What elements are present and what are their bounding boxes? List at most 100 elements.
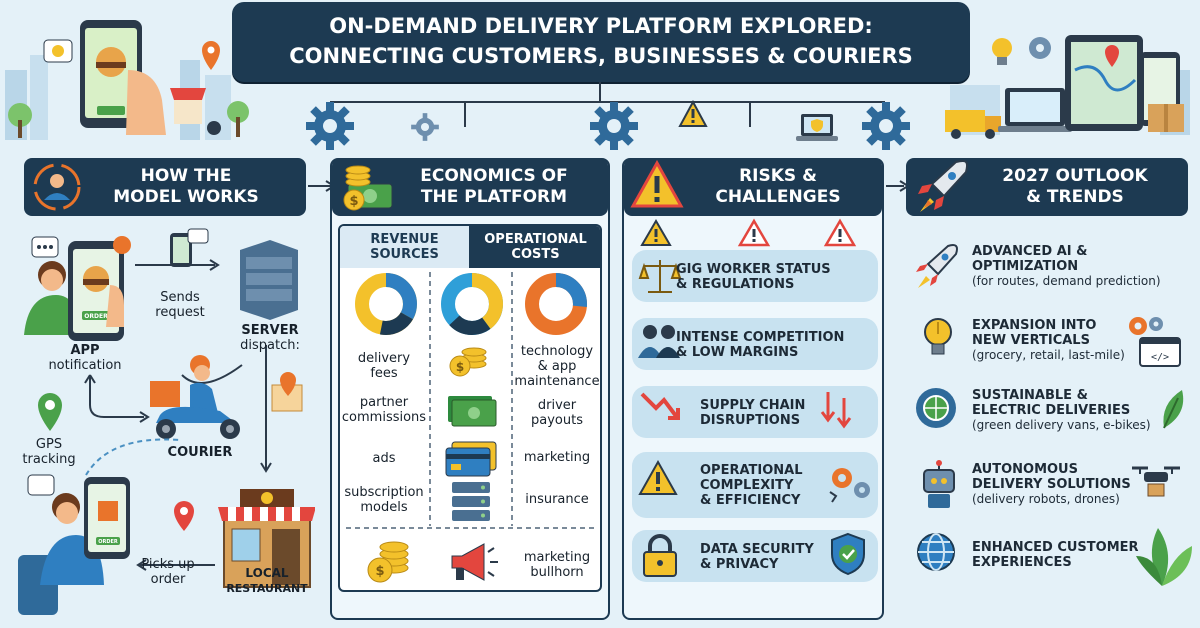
model-header-line-1: HOW THE: [140, 166, 232, 186]
risk-operational-line-2: COMPLEXITY: [700, 478, 794, 493]
sends-request-label: Sends request: [140, 290, 220, 320]
outlook-icons: </>: [916, 244, 1192, 586]
outlook-autonomous-sub: (delivery robots, drones): [972, 492, 1120, 506]
cost-technology-line-2: & app: [537, 359, 577, 374]
svg-text:$: $: [456, 360, 464, 374]
revenue-column-header: REVENUE SOURCES: [340, 226, 471, 268]
risks-header-line-1: RISKS &: [739, 166, 817, 186]
economics-icons: $ $: [346, 272, 594, 583]
risk-data-security-line-1: DATA SECURITY: [700, 542, 814, 557]
local-restaurant-line-1: LOCAL: [245, 566, 289, 580]
outlook-item-customer: ENHANCED CUSTOMER EXPERIENCES: [972, 540, 1194, 570]
outlook-header-line-2: & TRENDS: [1026, 187, 1124, 207]
risk-supply-chain-line-1: SUPPLY CHAIN: [700, 398, 806, 413]
revenue-partner-commissions: partner commissions: [338, 395, 430, 425]
revenue-header-line-1: REVENUE: [370, 232, 439, 247]
economics-header-line-2: THE PLATFORM: [420, 187, 568, 207]
costs-column-header: OPERATIONAL COSTS: [471, 226, 600, 268]
revenue-ads: ads: [342, 451, 426, 466]
risk-operational: OPERATIONAL COMPLEXITY & EFFICIENCY: [700, 463, 850, 508]
user-cycle-icon: [33, 163, 81, 211]
warning-triangles-row: [640, 218, 857, 247]
app-notification-line-2: notification: [48, 358, 122, 373]
app-notification-line-1: APP: [70, 343, 100, 358]
top-left-illustration: [0, 0, 250, 145]
cost-bullhorn-line-1: marketing: [523, 550, 591, 565]
outlook-verticals-title-1: EXPANSION INTO: [972, 318, 1097, 333]
sends-request-line-1: Sends: [160, 290, 200, 305]
outlook-customer-title-2: EXPERIENCES: [972, 555, 1072, 570]
cost-marketing-bullhorn: marketing bullhorn: [512, 550, 602, 580]
outlook-sustainable-sub: (green delivery vans, e-bikes): [972, 418, 1151, 432]
risk-gig-worker: GIG WORKER STATUS & REGULATIONS: [676, 262, 876, 292]
outlook-ai-title-1: ADVANCED AI &: [972, 244, 1088, 259]
delivery-flow-illustration: ORDER ORDER: [18, 228, 315, 615]
outlook-item-verticals: EXPANSION INTO NEW VERTICALS (grocery, r…: [972, 318, 1194, 362]
risk-competition-line-1: INTENSE COMPETITION: [676, 330, 845, 345]
cost-insurance-line-1: insurance: [525, 492, 589, 507]
gps-tracking-line-2: tracking: [22, 452, 76, 467]
revenue-subscription-line-2: models: [360, 500, 408, 515]
outlook-header-line-1: 2027 OUTLOOK: [1002, 166, 1148, 186]
outlook-ai-sub: (for routes, demand prediction): [972, 274, 1161, 288]
revenue-subscription-line-1: subscription: [344, 485, 424, 500]
title-line-1: ON-DEMAND DELIVERY PLATFORM EXPLORED:: [329, 14, 873, 38]
rocket-icon: [918, 160, 968, 212]
app-notification-label: APP notification: [30, 343, 140, 373]
server-dispatch-label: SERVER dispatch:: [220, 323, 320, 353]
svg-text:ORDER: ORDER: [98, 539, 118, 545]
outlook-autonomous-title-2: DELIVERY SOLUTIONS: [972, 477, 1131, 492]
svg-text:ORDER: ORDER: [84, 313, 108, 320]
cost-driver-line-1: driver: [537, 398, 577, 413]
outlook-sustainable-title-2: ELECTRIC DELIVERIES: [972, 403, 1131, 418]
revenue-ads-line-1: ads: [372, 451, 396, 466]
revenue-subscription-models: subscription models: [338, 485, 430, 515]
risk-icons: [638, 260, 870, 577]
risk-operational-line-1: OPERATIONAL: [700, 463, 803, 478]
gear-icon: [590, 102, 638, 150]
gps-tracking-line-1: GPS: [35, 437, 63, 452]
server-dispatch-line-1: SERVER: [241, 323, 299, 338]
svg-text:$: $: [349, 194, 358, 209]
cost-marketing-line-1: marketing: [523, 450, 591, 465]
cost-bullhorn-line-2: bullhorn: [530, 565, 584, 580]
risk-operational-line-3: & EFFICIENCY: [700, 493, 801, 508]
risk-gig-worker-line-1: GIG WORKER STATUS: [676, 262, 831, 277]
picks-up-order-line-2: order: [150, 572, 186, 587]
picks-up-order-label: Picks up order: [128, 557, 208, 587]
costs-header-line-2: COSTS: [511, 247, 560, 262]
sends-request-line-2: request: [155, 305, 205, 320]
revenue-partner-line-1: partner: [359, 395, 409, 410]
top-right-illustration: [940, 0, 1200, 145]
outlook-ai-title-2: OPTIMIZATION: [972, 259, 1079, 274]
server-dispatch-line-2: dispatch:: [240, 338, 300, 353]
cost-technology-line-3: maintenance: [514, 374, 600, 389]
courier-label: COURIER: [167, 445, 233, 460]
risk-data-security-line-2: & PRIVACY: [700, 557, 779, 572]
risks-header-line-2: CHALLENGES: [715, 187, 841, 207]
risk-data-security: DATA SECURITY & PRIVACY: [700, 542, 850, 572]
model-header-line-2: MODEL WORKS: [113, 187, 259, 207]
revenue-delivery-fees-line-1: delivery: [357, 351, 411, 366]
outlook-autonomous-title-1: AUTONOMOUS: [972, 462, 1078, 477]
warning-icon: [678, 100, 708, 127]
cost-insurance: insurance: [512, 492, 602, 507]
risk-item: [632, 318, 878, 370]
money-stack-icon: $: [343, 165, 393, 211]
outlook-item-ai: ADVANCED AI & OPTIMIZATION (for routes, …: [972, 244, 1194, 288]
revenue-partner-line-2: commissions: [341, 410, 427, 425]
svg-text:$: $: [375, 564, 384, 579]
page-title: ON-DEMAND DELIVERY PLATFORM EXPLORED: CO…: [232, 2, 970, 82]
cost-technology: technology & app maintenance: [512, 344, 602, 389]
cost-driver-line-2: payouts: [531, 413, 583, 428]
gear-icon: [862, 102, 910, 150]
risk-supply-chain: SUPPLY CHAIN DISRUPTIONS: [700, 398, 850, 428]
gear-icon: [306, 102, 354, 150]
outlook-verticals-sub: (grocery, retail, last-mile): [972, 348, 1125, 362]
warning-icon: [630, 160, 684, 208]
revenue-header-line-2: SOURCES: [370, 247, 439, 262]
risk-supply-chain-line-2: DISRUPTIONS: [700, 413, 801, 428]
model-section-header: HOW THE MODEL WORKS: [24, 158, 306, 216]
risk-gig-worker-line-2: & REGULATIONS: [676, 277, 795, 292]
revenue-delivery-fees-line-2: fees: [370, 366, 398, 381]
